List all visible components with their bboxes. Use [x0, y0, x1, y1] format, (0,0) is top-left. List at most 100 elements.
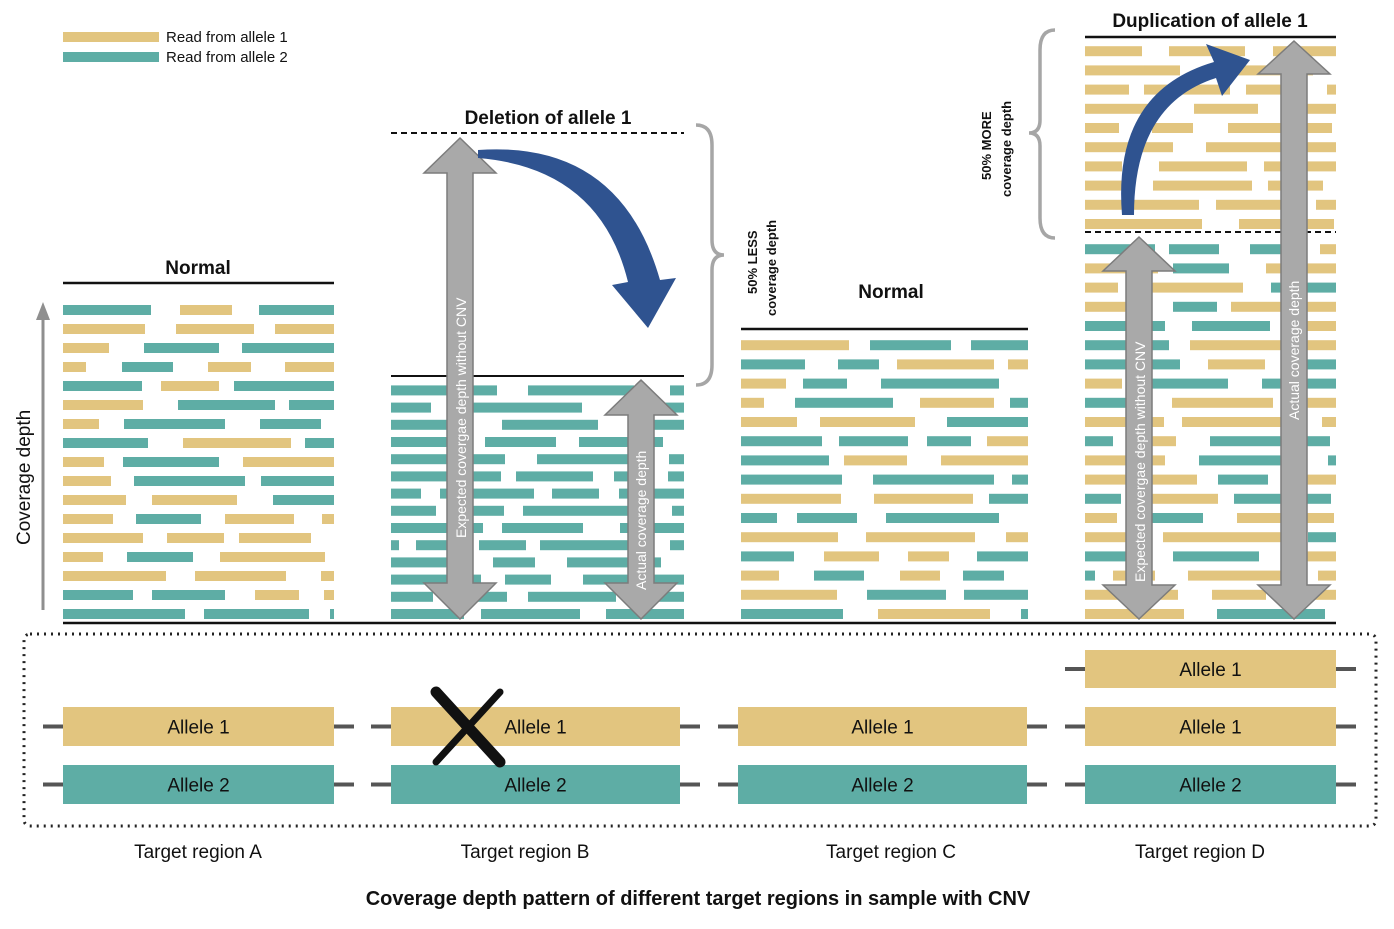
read-bar	[1159, 161, 1247, 172]
read-bar	[63, 609, 185, 619]
brace-d-line-1: 50% MORE	[979, 111, 994, 180]
read-bar	[485, 437, 556, 447]
read-bar	[1085, 46, 1142, 57]
read-bar	[1250, 244, 1297, 255]
read-bar	[1085, 65, 1180, 76]
region-d-allele-2-block	[1085, 765, 1336, 804]
read-bar	[971, 340, 1028, 351]
expected-depth-arrow-shape	[422, 136, 498, 621]
read-bar	[481, 609, 580, 619]
read-bar	[537, 454, 645, 465]
read-bar	[528, 591, 616, 602]
read-bar	[977, 551, 1028, 562]
read-bar	[459, 505, 504, 516]
read-bar	[260, 419, 321, 429]
read-bar	[866, 532, 975, 543]
read-bar	[161, 381, 219, 391]
read-bar	[741, 532, 838, 543]
read-bar	[63, 438, 148, 448]
curve-arrow-body	[478, 149, 676, 328]
region-d-allele-1-label: Allele 1	[1179, 718, 1241, 739]
region-c-heading: Normal	[858, 282, 923, 303]
read-bar	[1133, 513, 1203, 523]
read-bar	[1136, 493, 1218, 504]
expected-depth-arrow-label: Expected covergae depth without CNV	[453, 297, 469, 538]
read-bar	[1085, 123, 1119, 133]
region-d-allele-2-label: Allele 2	[1179, 776, 1241, 797]
read-bar	[285, 362, 334, 372]
read-bar	[275, 324, 334, 334]
read-bar	[63, 457, 104, 467]
read-bar	[873, 474, 994, 485]
read-bar	[391, 609, 464, 619]
read-bar	[1085, 397, 1142, 408]
brace-d-line-2: coverage depth	[999, 101, 1014, 197]
read-bar	[741, 551, 794, 562]
read-bar	[1288, 103, 1336, 114]
region-d-actual-depth-arrow: Actual coverage depth	[1256, 39, 1332, 621]
legend-swatch-allele-1	[63, 32, 159, 42]
read-bar	[127, 552, 193, 562]
region-c-allele-1-label: Allele 1	[851, 718, 913, 739]
read-bar	[908, 551, 949, 562]
read-bar	[1085, 513, 1117, 523]
x-stroke-2	[432, 688, 504, 766]
read-bar	[183, 438, 291, 448]
read-bar	[1173, 551, 1259, 562]
region-c-allele-2-block	[738, 765, 1027, 804]
read-bar	[1192, 321, 1270, 331]
read-bar	[124, 419, 225, 429]
region-c-allele-2-label: Allele 2	[851, 776, 913, 797]
read-bar	[1169, 244, 1219, 255]
read-bar	[741, 589, 837, 600]
read-bar	[1085, 84, 1129, 95]
read-bar	[502, 523, 583, 533]
read-bar	[878, 609, 990, 619]
read-bar	[273, 495, 334, 505]
read-bar	[195, 571, 286, 581]
expected-depth-arrow-shape-d	[1101, 235, 1177, 621]
read-bar	[136, 514, 201, 524]
read-bar	[1085, 493, 1121, 504]
read-bar	[204, 609, 309, 619]
region-a-heading: Normal	[165, 258, 230, 279]
deletion-x-mark	[430, 686, 506, 768]
read-bar	[1284, 551, 1336, 562]
read-bar	[741, 570, 779, 581]
read-bar	[824, 551, 879, 562]
read-bar	[1182, 417, 1295, 427]
reads-region-a	[63, 305, 334, 619]
read-bar	[1246, 84, 1305, 95]
read-bar	[668, 471, 684, 482]
read-bar	[741, 493, 841, 504]
read-bar	[152, 590, 225, 600]
legend-label-allele-2: Read from allele 2	[166, 49, 288, 66]
read-bar	[1085, 378, 1122, 389]
read-bar	[741, 397, 764, 408]
region-b-allele-1-label: Allele 1	[504, 718, 566, 739]
read-bar	[465, 591, 507, 602]
read-bar	[63, 533, 143, 543]
read-bar	[63, 514, 113, 524]
read-bar	[516, 471, 593, 482]
axis-label: Coverage depth	[14, 410, 35, 545]
read-bar	[416, 540, 463, 551]
read-bar	[886, 513, 999, 523]
read-bar	[964, 589, 1028, 600]
read-bar	[839, 436, 908, 447]
read-bar	[1085, 455, 1165, 466]
read-bar	[741, 436, 822, 447]
read-bar	[1306, 340, 1336, 351]
region-d-duplication-curve-arrow	[1121, 44, 1250, 215]
region-d-brace	[1028, 28, 1056, 240]
brace-b-line-1: 50% LESS	[745, 230, 760, 294]
region-b-deletion-curve-arrow	[478, 149, 676, 328]
read-bar	[1152, 123, 1193, 133]
actual-depth-arrow-label-d: Actual coverage depth	[1286, 281, 1302, 420]
read-bar	[874, 493, 973, 504]
read-bar	[63, 590, 133, 600]
actual-depth-arrow-shape	[603, 378, 679, 621]
read-bar	[1085, 417, 1164, 427]
